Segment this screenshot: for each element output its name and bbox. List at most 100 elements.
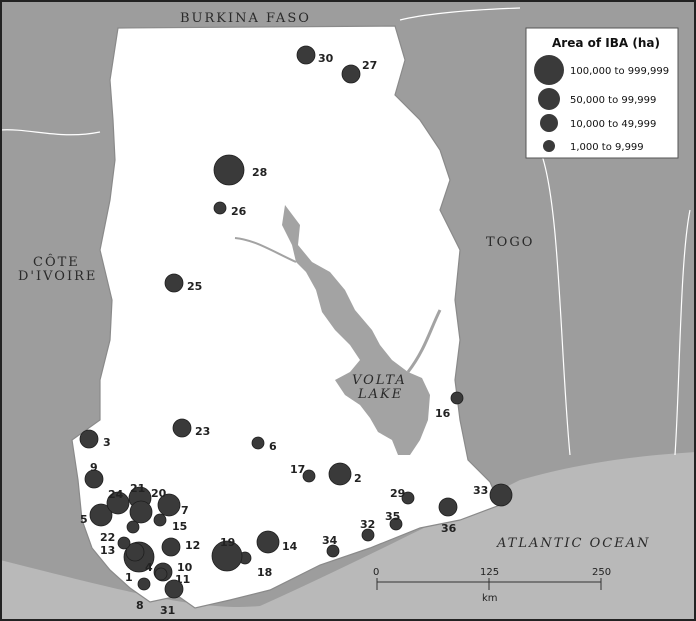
iba-site-marker-15 (153, 513, 167, 527)
label-cote-divoire-2: D'IVOIRE (18, 269, 97, 284)
iba-site-label-5: 5 (80, 513, 88, 526)
iba-site-label-3: 3 (103, 436, 111, 449)
iba-site-label-8: 8 (136, 599, 144, 612)
iba-site-label-12: 12 (185, 539, 200, 552)
iba-site-label-4: 4 (145, 561, 153, 574)
iba-site-marker-25 (164, 273, 184, 293)
iba-site-label-16: 16 (435, 407, 451, 420)
iba-site-marker-36 (438, 497, 458, 517)
iba-site-label-34: 34 (322, 534, 338, 547)
iba-site-label-7: 7 (181, 504, 189, 517)
legend: Area of IBA (ha) 100,000 to 999,999 50,00… (525, 27, 679, 159)
label-cote-divoire-1: CÔTE (33, 253, 80, 270)
iba-site-label-28: 28 (252, 166, 267, 179)
iba-site-marker-9 (84, 469, 104, 489)
border-line-north (399, 7, 521, 21)
iba-site-label-22: 22 (100, 531, 115, 544)
iba-site-marker-12 (161, 537, 181, 557)
iba-site-marker-30 (296, 45, 316, 65)
iba-site-marker-4 (125, 542, 145, 562)
iba-site-label-9: 9 (90, 461, 98, 474)
iba-site-label-21: 21 (130, 482, 145, 495)
volta-river-west (234, 237, 297, 263)
legend-label-xl: 100,000 to 999,999 (570, 66, 669, 77)
iba-site-label-15: 15 (172, 520, 187, 533)
legend-marker-s (543, 140, 555, 152)
iba-site-label-10: 10 (177, 561, 193, 574)
iba-site-marker-23 (172, 418, 192, 438)
scale-bar: 0 125 250 km (373, 567, 611, 604)
label-atlantic-ocean: ATLANTIC OCEAN (496, 536, 651, 551)
iba-site-label-33: 33 (473, 484, 488, 497)
iba-site-marker-29 (401, 491, 415, 505)
iba-site-marker-14 (256, 530, 280, 554)
iba-site-label-35: 35 (385, 510, 400, 523)
legend-marker-l (538, 88, 560, 110)
iba-site-marker-3 (79, 429, 99, 449)
iba-site-label-32: 32 (360, 518, 375, 531)
atlantic-sea (0, 452, 696, 621)
iba-site-label-20: 20 (151, 487, 167, 500)
scale-label-0: 0 (373, 567, 379, 578)
iba-site-label-2: 2 (354, 472, 362, 485)
iba-site-marker-26 (213, 201, 227, 215)
border-line-east (539, 149, 571, 456)
legend-label-l: 50,000 to 99,999 (570, 95, 656, 106)
legend-label-m: 10,000 to 49,999 (570, 119, 656, 130)
iba-site-marker-17 (302, 469, 316, 483)
iba-site-marker-5 (89, 503, 113, 527)
iba-site-label-25: 25 (187, 280, 202, 293)
iba-site-marker-31 (164, 579, 184, 599)
iba-site-label-36: 36 (441, 522, 457, 535)
legend-title: Area of IBA (ha) (552, 36, 660, 50)
iba-site-marker-8 (137, 577, 151, 591)
iba-site-marker-16 (450, 391, 464, 405)
iba-site-label-14: 14 (282, 540, 298, 553)
scale-unit: km (482, 593, 498, 604)
label-volta-lake-1: VOLTA (352, 373, 407, 388)
iba-site-marker-11 (154, 567, 168, 581)
border-line-west (0, 129, 101, 136)
iba-site-label-17: 17 (290, 463, 305, 476)
legend-label-s: 1,000 to 9,999 (570, 142, 644, 153)
legend-marker-m (540, 114, 558, 132)
scale-label-250: 250 (592, 567, 611, 578)
iba-site-marker-13 (117, 536, 131, 550)
iba-site-marker-27 (341, 64, 361, 84)
iba-site-label-18: 18 (257, 566, 272, 579)
iba-site-label-13: 13 (100, 544, 115, 557)
iba-site-marker-21 (129, 500, 153, 524)
ghana-land (71, 25, 501, 609)
label-togo: TOGO (486, 235, 534, 250)
iba-site-label-27: 27 (362, 59, 377, 72)
iba-site-label-1: 1 (125, 571, 133, 584)
iba-site-label-29: 29 (390, 487, 405, 500)
volta-lake (282, 205, 430, 455)
iba-site-marker-6 (251, 436, 265, 450)
iba-site-marker-19 (211, 540, 243, 572)
iba-site-marker-22 (126, 520, 140, 534)
iba-site-marker-2 (328, 462, 352, 486)
scale-label-125: 125 (480, 567, 499, 578)
label-volta-lake-2: LAKE (357, 387, 403, 402)
iba-site-label-6: 6 (269, 440, 277, 453)
volta-river-east (406, 309, 442, 373)
iba-site-label-31: 31 (160, 604, 175, 617)
label-burkina-faso: BURKINA FASO (180, 11, 311, 26)
iba-site-marker-33 (489, 483, 513, 507)
iba-site-marker-28 (213, 154, 245, 186)
iba-site-marker-34 (326, 544, 340, 558)
legend-marker-xl (534, 55, 564, 85)
iba-site-label-26: 26 (231, 205, 247, 218)
iba-site-label-19: 19 (220, 536, 235, 549)
iba-site-marker-24 (106, 491, 130, 515)
iba-site-label-24: 24 (108, 488, 124, 501)
iba-site-label-30: 30 (318, 52, 334, 65)
border-line-east2 (674, 209, 691, 456)
iba-site-label-23: 23 (195, 425, 210, 438)
iba-site-marker-35 (389, 517, 403, 531)
iba-site-marker-32 (361, 528, 375, 542)
